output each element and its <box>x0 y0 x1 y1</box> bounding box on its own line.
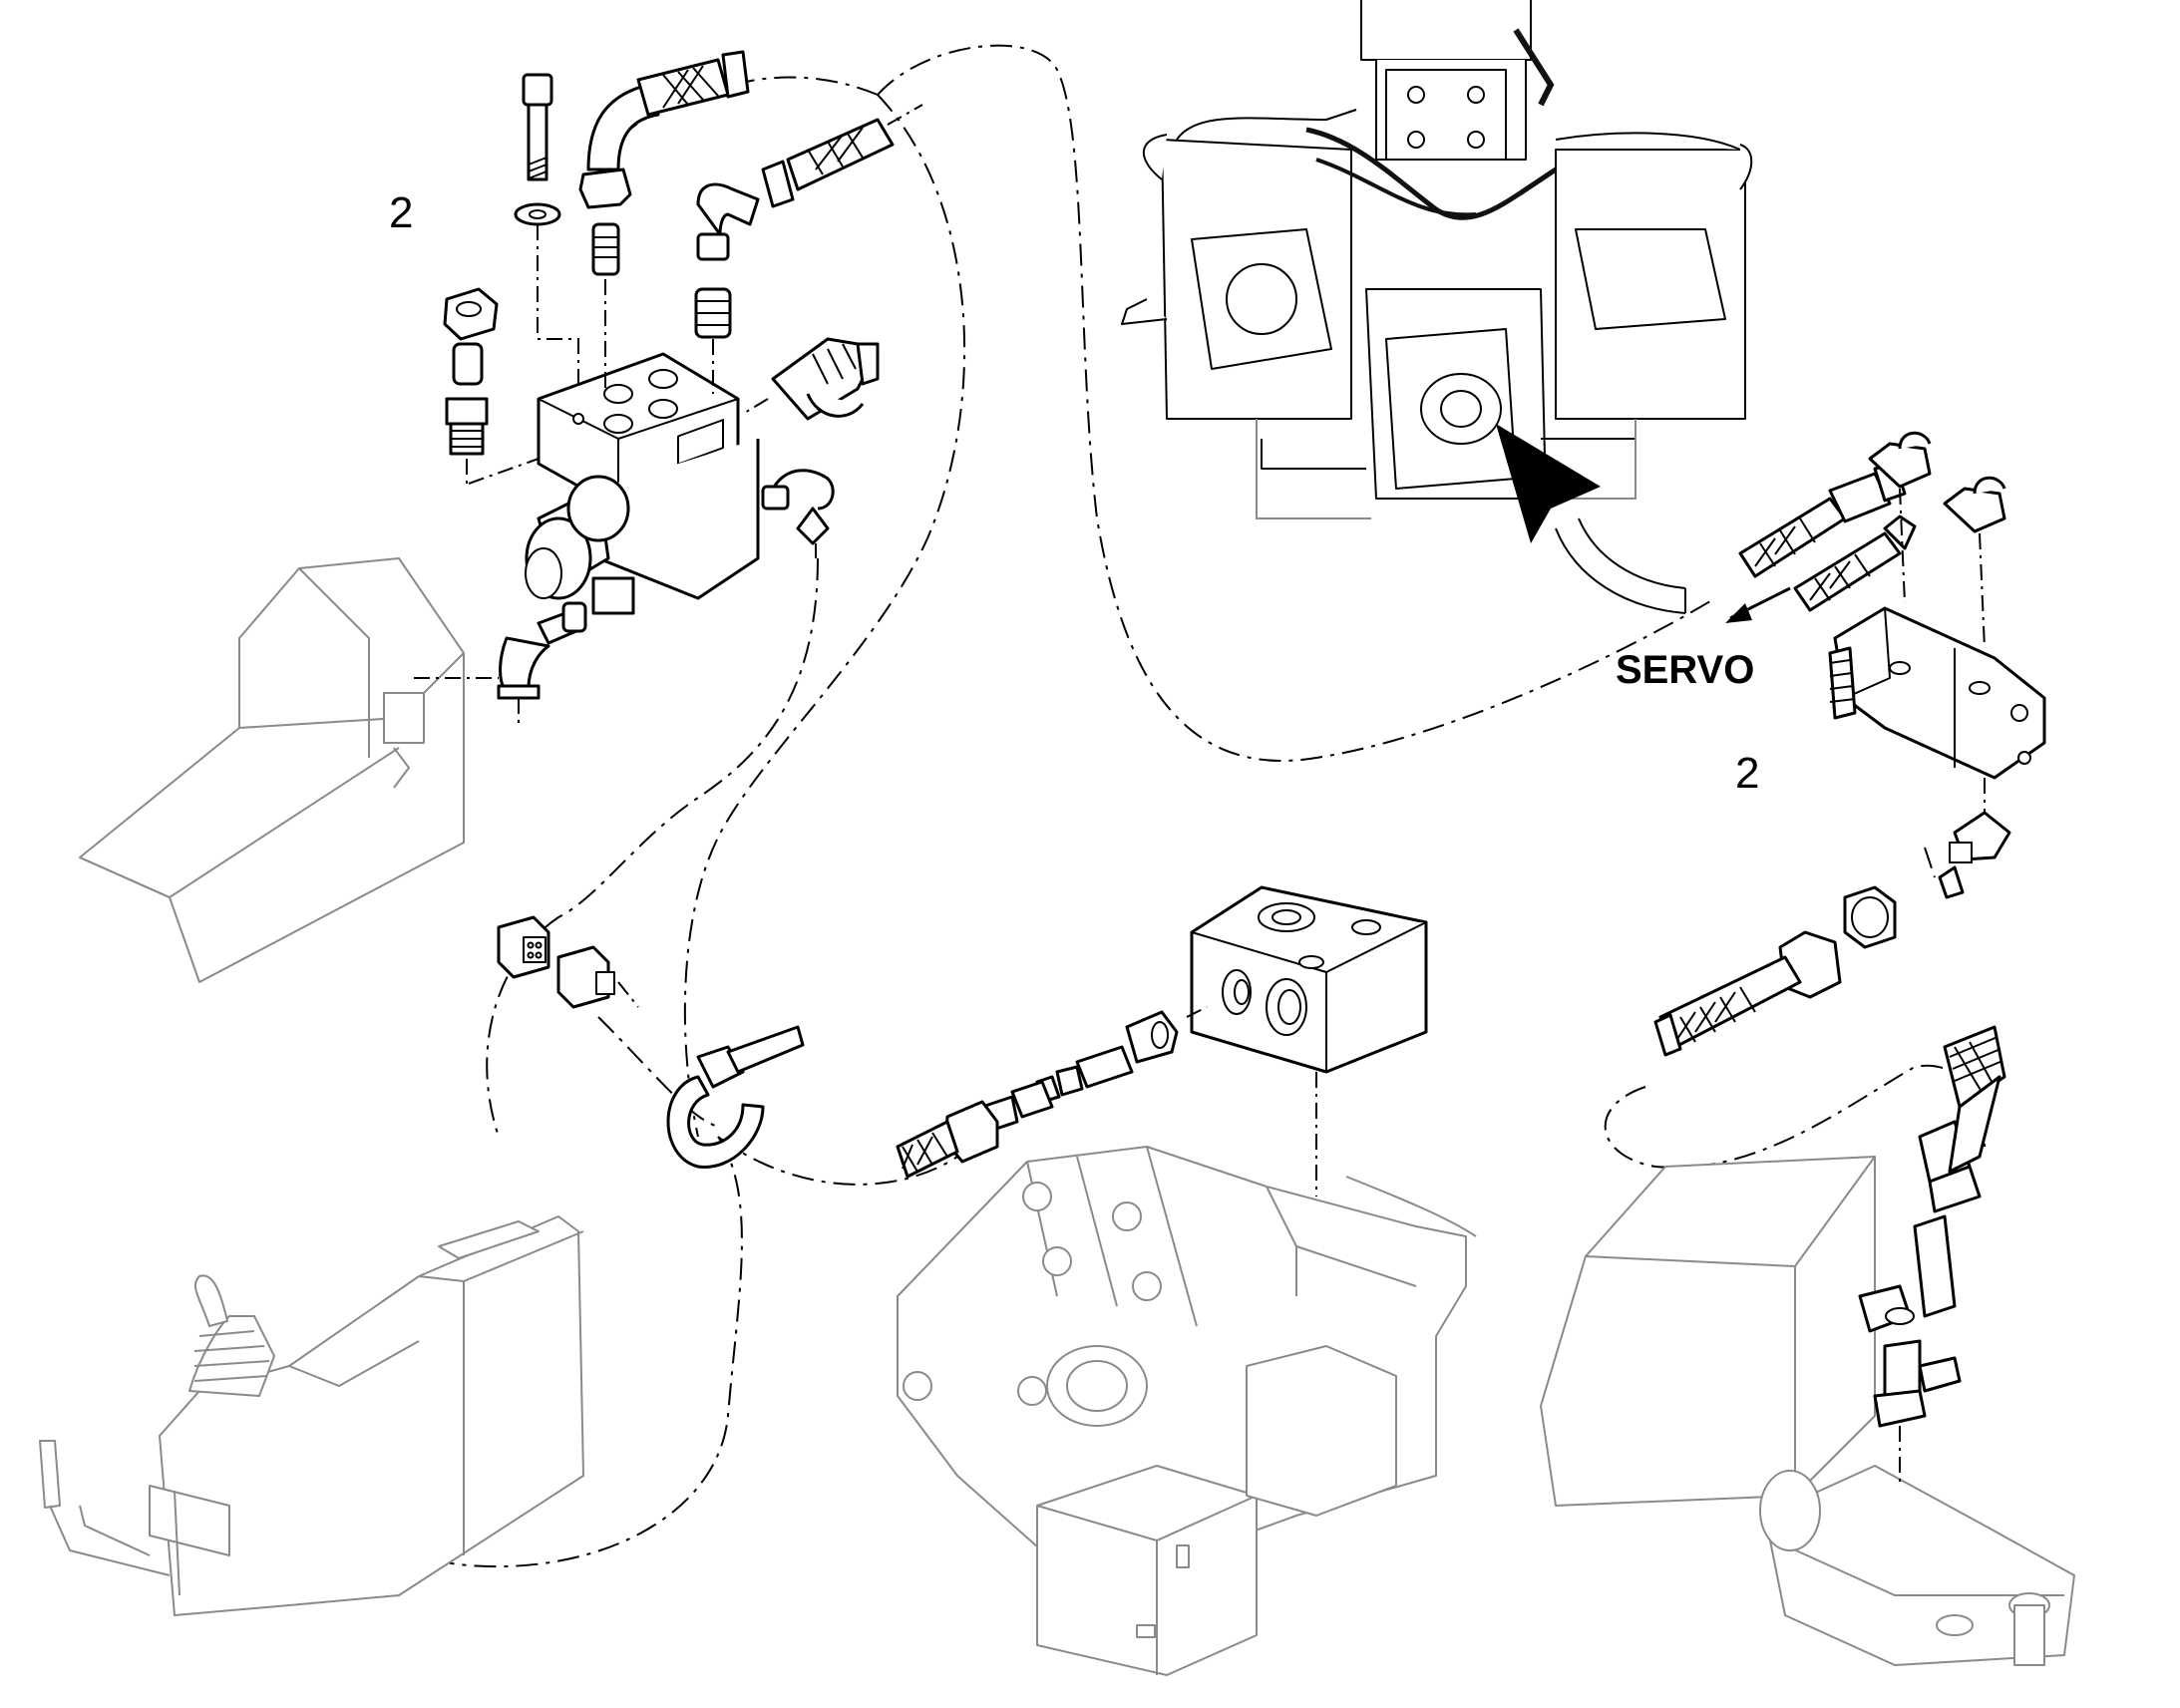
elbow-fitting-right <box>694 104 923 394</box>
lower-right-fittings <box>1653 811 2011 1057</box>
servo-location-arrow <box>1496 424 1686 614</box>
servo-pump <box>1828 606 2046 828</box>
callout-number-right: 2 <box>1735 749 1759 798</box>
elbow-hose-fitting <box>578 50 750 389</box>
pressure-sensor <box>742 337 880 421</box>
operator-cab <box>79 557 465 983</box>
valve-side-fittings <box>414 469 835 728</box>
servo-label: SERVO <box>1616 648 1754 692</box>
electrical-connectors <box>497 915 639 1009</box>
callout-number-top-left: 2 <box>389 188 413 237</box>
nut-and-adapters <box>443 287 540 485</box>
center-fitting-chain <box>896 1006 1208 1179</box>
machine-chassis <box>897 1146 1477 1676</box>
manifold-block <box>1190 885 1428 1196</box>
servo-flow-arrow <box>1725 586 1791 623</box>
servo-hoses <box>1738 431 2006 649</box>
bolt-and-washer <box>514 73 579 384</box>
cable-tie <box>666 1025 805 1169</box>
solenoid-valve-block <box>525 352 760 615</box>
joystick-console <box>39 1215 584 1616</box>
hydraulic-tank <box>1540 1025 2075 1666</box>
engine-pump-assembly <box>1121 0 1753 519</box>
